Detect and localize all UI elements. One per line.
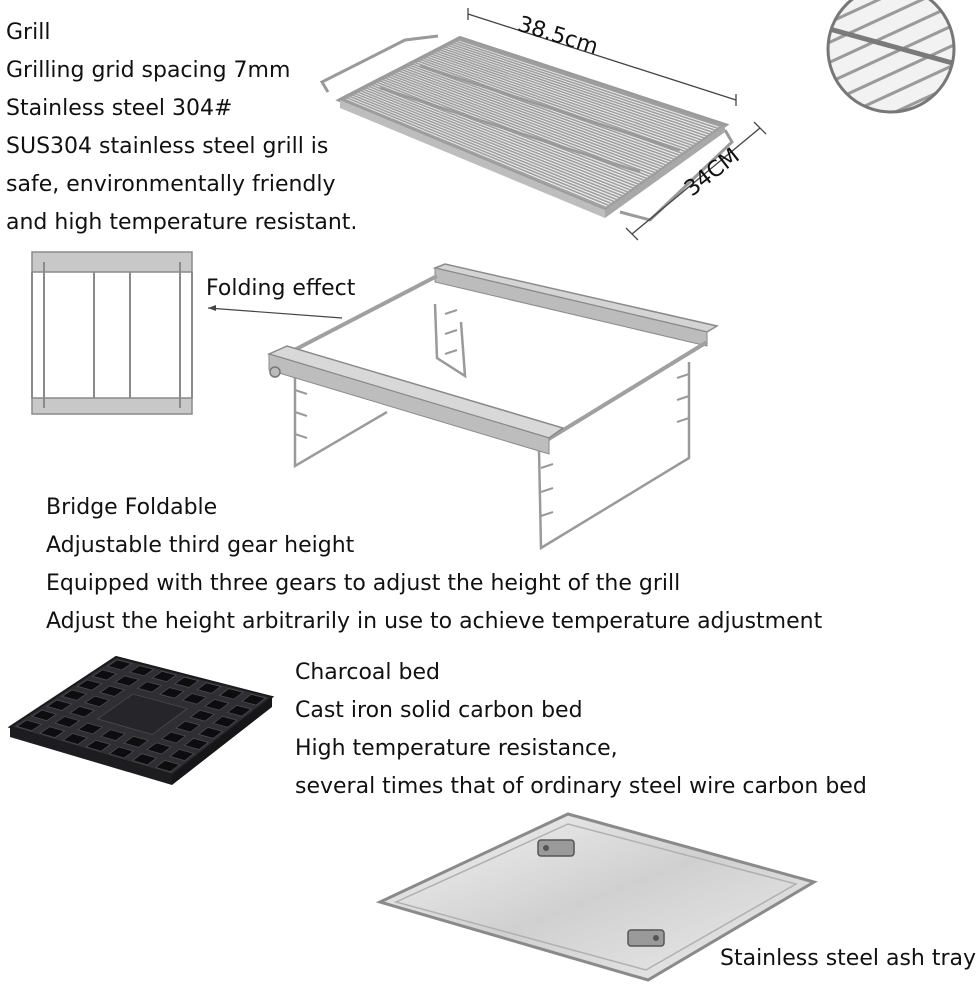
bridge-description: Bridge Foldable Adjustable third gear he… [46, 489, 822, 641]
charcoal-title: Charcoal bed [295, 660, 440, 685]
grill-description: Grill Grilling grid spacing 7mm Stainles… [6, 14, 357, 242]
bridge-title: Bridge Foldable [46, 495, 218, 520]
grate-closeup-image [826, 0, 956, 114]
folding-effect-label: Folding effect [206, 276, 356, 301]
bridge-adjust: Adjust the height arbitrarily in use to … [46, 609, 823, 634]
charcoal-bed-image [7, 655, 275, 785]
folding-arrow [207, 305, 343, 319]
bridge-gears: Equipped with three gears to adjust the … [46, 571, 681, 596]
charcoal-description: Charcoal bed Cast iron solid carbon bed … [295, 654, 867, 806]
grill-desc-1: SUS304 stainless steel grill is [6, 134, 329, 159]
grill-spacing: Grilling grid spacing 7mm [6, 58, 291, 83]
grill-grate-image [319, 34, 734, 222]
charcoal-comparison: several times that of ordinary steel wir… [295, 774, 867, 799]
latch-icon [537, 839, 575, 857]
grill-title: Grill [6, 20, 51, 45]
grill-material: Stainless steel 304# [6, 96, 233, 121]
bridge-stand-image [266, 263, 719, 551]
charcoal-material: Cast iron solid carbon bed [295, 698, 583, 723]
dimension-lines [467, 8, 767, 241]
folded-bridge-image [31, 251, 193, 415]
grill-desc-2: safe, environmentally friendly [6, 172, 336, 197]
bridge-height: Adjustable third gear height [46, 533, 355, 558]
grill-desc-3: and high temperature resistant. [6, 210, 358, 235]
latch-icon [627, 929, 665, 947]
ash-tray-image [375, 812, 818, 982]
ash-tray-label: Stainless steel ash tray [720, 946, 977, 971]
charcoal-resistance: High temperature resistance, [295, 736, 618, 761]
